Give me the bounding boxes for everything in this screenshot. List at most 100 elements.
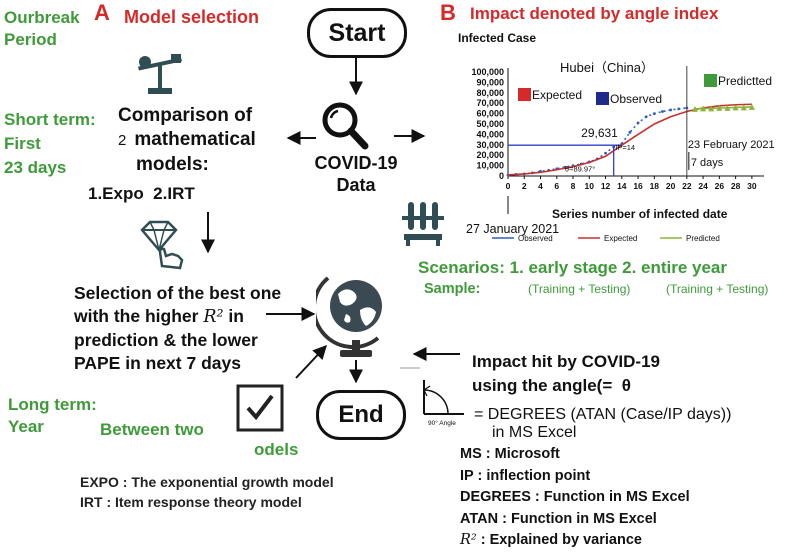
arrow-checkbox-to-globe: [295, 344, 327, 379]
y-tick-label: 30,000: [476, 140, 504, 150]
selection-line-1: Selection of the best one: [74, 283, 282, 303]
observed-point: [661, 110, 664, 113]
long-term-line-2: Year: [8, 417, 44, 436]
irt-definition: IRT : Item response theory model: [80, 494, 302, 510]
y-tick-label: 60,000: [476, 109, 504, 119]
comparison-line-3: models:: [136, 154, 209, 175]
models-list: 1.Expo 2.IRT: [88, 184, 195, 203]
outbreak-period-label: Ourbreak Period: [4, 7, 80, 51]
x-tick-label: 24: [698, 181, 708, 191]
legend-line-label: Expected: [604, 234, 637, 243]
start-label: Start: [328, 18, 386, 47]
ip-value-label: 29,631: [581, 126, 618, 140]
x-tick-label: 0: [506, 181, 511, 191]
y-tick-label: 40,000: [476, 129, 504, 139]
impact-text: Impact hit by COVID-19 using the angle(=…: [472, 350, 660, 398]
short-term-line-3: 23 days: [4, 158, 67, 177]
between-two-label: Between two: [100, 420, 204, 439]
observed-point: [677, 107, 681, 111]
x-tick-label: 10: [585, 181, 595, 191]
covid-data-label: COVID-19 Data: [298, 152, 414, 196]
predicted-point: [691, 105, 698, 112]
training-testing-2: (Training + Testing): [666, 282, 769, 296]
x-tick-label: 16: [633, 181, 643, 191]
glossary-degrees: DEGREES : Function in MS Excel: [460, 489, 690, 505]
x-tick-label: 28: [731, 181, 741, 191]
checkbox-icon: [236, 384, 284, 432]
glossary-r2: R² : Explained by variance: [460, 532, 642, 548]
predicted-point: [700, 105, 707, 112]
y-tick-label: 80,000: [476, 88, 504, 98]
predicted-point: [724, 104, 731, 111]
predicted-point: [748, 103, 755, 110]
x-tick-label: 18: [650, 181, 660, 191]
chart-xlabel: Series number of infected date: [552, 207, 728, 221]
observed-point: [644, 115, 648, 119]
comparison-line-1: Comparison of: [118, 105, 253, 126]
y-tick-label: 50,000: [476, 119, 504, 129]
predicted-point: [732, 104, 739, 111]
covid-data-line-1: COVID-19: [314, 153, 398, 173]
models-partial-label: odels: [254, 440, 299, 459]
end-date-label: 23 February 2021: [688, 139, 775, 151]
right-angle-icon: 90° Angle: [423, 380, 464, 427]
predicted-point: [708, 105, 715, 112]
observed-point: [636, 121, 640, 125]
training-testing-1: (Training + Testing): [528, 282, 631, 296]
scenarios-label: Scenarios: 1. early stage 2. entire year: [418, 258, 728, 277]
short-term-line-1: Short term:: [4, 110, 96, 129]
theta-symbol: θ: [621, 376, 631, 395]
predicted-point: [716, 104, 723, 111]
comparison-count: 2: [118, 132, 127, 149]
short-term-label: Short term: First 23 days: [4, 108, 96, 180]
covid-data-line-2: Data: [336, 175, 376, 195]
start-node: Start: [307, 8, 407, 58]
test-tubes-icon: [402, 202, 444, 246]
panel-b-title: Impact denoted by angle index: [470, 4, 719, 23]
observed-point: [628, 130, 632, 134]
magnifier-icon: [322, 102, 369, 150]
x-tick-label: 20: [666, 181, 676, 191]
balance-scale-icon: [138, 54, 182, 94]
long-term-line-1: Long term:: [8, 395, 97, 414]
glossary-ip: IP : inflection point: [460, 467, 591, 484]
series-line-observed: [507, 107, 687, 176]
y-tick-label: 90,000: [476, 77, 504, 87]
legend-box-swatch: [596, 92, 609, 105]
x-tick-label: 12: [601, 181, 611, 191]
x-tick-label: 22: [682, 181, 692, 191]
start-date-label: 27 January 2021: [466, 222, 560, 236]
panel-a-title: Model selection: [124, 7, 260, 27]
x-tick-label: 14: [617, 181, 627, 191]
legend-box-label: Observed: [610, 92, 662, 106]
sample-label: Sample:: [424, 281, 481, 297]
observed-point: [604, 151, 607, 155]
ip-label: IP=14: [615, 143, 635, 152]
r-squared-symbol-2: R²: [460, 532, 477, 548]
impact-line-1: Impact hit by COVID-19: [472, 352, 660, 371]
long-term-label: Long term: Year: [8, 394, 97, 438]
glossary-ms: MS : Microsoft: [460, 446, 560, 462]
y-tick-label: 20,000: [476, 150, 504, 160]
globe-icon: [316, 276, 382, 357]
legend-box-swatch: [518, 88, 531, 101]
angle-label: 90° Angle: [428, 419, 456, 427]
legend-box-label: Expected: [532, 88, 582, 102]
selection-text: Selection of the best one with the highe…: [74, 282, 281, 375]
x-tick-label: 2: [522, 181, 527, 191]
diamond-hand-icon: [140, 220, 184, 270]
observed-point: [669, 108, 672, 112]
x-tick-label: 26: [715, 181, 725, 191]
legend-line-label: Observed: [518, 234, 553, 243]
panel-a-letter: A: [94, 0, 110, 25]
selection-line-2: with the higher R² in: [74, 306, 244, 327]
r-squared-symbol: R²: [203, 307, 224, 327]
x-tick-label: 6: [554, 181, 559, 191]
formula-line-1: = DEGREES (ATAN (Case/IP days)): [474, 406, 732, 423]
end-node: End: [316, 390, 406, 440]
glossary-atan: ATAN : Function in MS Excel: [460, 510, 657, 527]
y-tick-label: 0: [499, 171, 504, 181]
selection-line-4: PAPE in next 7 days: [74, 353, 241, 373]
